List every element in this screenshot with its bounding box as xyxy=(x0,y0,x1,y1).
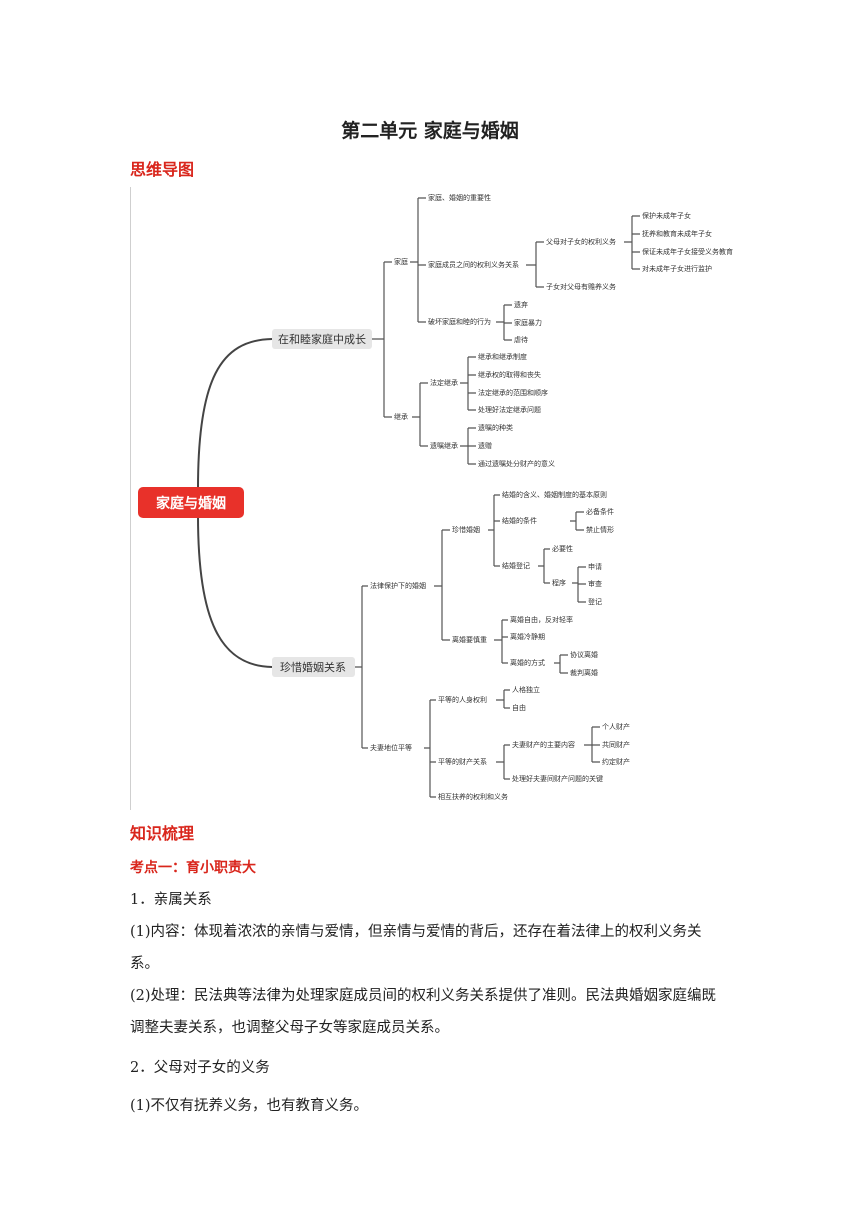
root-node xyxy=(138,487,244,518)
node-p3: 登记 xyxy=(588,597,602,606)
node-e1: 平等的人身权利 xyxy=(438,695,487,704)
node-parent-duty: 父母对子女的权利义务 xyxy=(546,237,616,246)
node-yz3: 通过遗嘱处分财产的意义 xyxy=(478,459,555,468)
node-e1b: 自由 xyxy=(512,703,526,712)
root-label: 家庭与婚姻 xyxy=(156,495,226,512)
node-c2b: 禁止情形 xyxy=(586,525,614,534)
node-pd1: 保护未成年子女 xyxy=(642,211,691,220)
node-d1: 离婚自由，反对轻率 xyxy=(510,615,573,624)
node-e2a: 夫妻财产的主要内容 xyxy=(512,740,575,749)
para-5: (1)不仅有抚养义务，也有教育义务。 xyxy=(130,1098,369,1114)
node-equal: 夫妻地位平等 xyxy=(370,743,412,752)
branch2-node xyxy=(272,657,355,677)
node-pd4: 对未成年子女进行监护 xyxy=(642,264,712,273)
node-c1: 结婚的含义、婚姻制度的基本原则 xyxy=(502,490,607,499)
node-c2a: 必备条件 xyxy=(586,507,614,516)
node-h3: 虐待 xyxy=(514,335,528,344)
node-fd3: 法定继承的范围和顺序 xyxy=(478,388,548,397)
node-pp2: 共同财产 xyxy=(602,740,630,749)
node-fd4: 处理好法定继承问题 xyxy=(478,405,541,414)
node-p2: 审查 xyxy=(588,579,602,588)
mind-map: 家庭与婚姻 在和睦家庭中成长 珍惜婚姻关系 家庭 家庭、婚姻的重要性 家庭成员之… xyxy=(138,193,733,801)
node-importance: 家庭、婚姻的重要性 xyxy=(428,193,491,202)
node-pd3: 保证未成年子女接受义务教育 xyxy=(642,247,733,256)
node-yz2: 遗赠 xyxy=(478,441,492,450)
node-p1: 申请 xyxy=(588,562,602,571)
mindmap-heading: 思维导图 xyxy=(130,160,195,179)
node-fading: 法定继承 xyxy=(430,378,458,387)
node-pd2: 抚养和教育未成年子女 xyxy=(642,229,712,238)
node-c3a: 必要性 xyxy=(552,544,573,553)
node-d3: 离婚的方式 xyxy=(510,658,545,667)
branch1-label: 在和睦家庭中成长 xyxy=(278,332,366,346)
node-d3b: 裁判离婚 xyxy=(570,668,598,677)
node-pp1: 个人财产 xyxy=(602,722,630,731)
node-divorce: 离婚要慎重 xyxy=(452,635,487,644)
node-e2b: 处理好夫妻间财产问题的关键 xyxy=(512,774,603,783)
node-e3: 相互扶养的权利和义务 xyxy=(438,792,508,801)
node-d3a: 协议离婚 xyxy=(570,650,598,659)
node-d2: 离婚冷静期 xyxy=(510,632,545,641)
node-e1a: 人格独立 xyxy=(512,685,540,694)
node-c2: 结婚的条件 xyxy=(502,516,537,525)
node-pp3: 约定财产 xyxy=(602,757,630,766)
mindmap-frame-line xyxy=(130,187,131,810)
para-3: (2)处理：民法典等法律为处理家庭成员间的权利义务关系提供了准则。民法典婚姻家庭… xyxy=(130,988,717,1036)
node-cherish: 珍惜婚姻 xyxy=(452,525,480,534)
para-2: (1)内容：体现着浓浓的亲情与爱情，但亲情与爱情的背后，还存在着法律上的权利义务… xyxy=(130,924,702,972)
node-jicheng: 继承 xyxy=(394,412,408,421)
node-e2: 平等的财产关系 xyxy=(438,757,487,766)
node-law-marriage: 法律保护下的婚姻 xyxy=(370,581,426,590)
root-branch1-link xyxy=(197,338,273,489)
node-h1: 遗弃 xyxy=(514,300,528,309)
node-jiating: 家庭 xyxy=(394,257,408,266)
node-h2: 家庭暴力 xyxy=(514,318,542,327)
node-c3: 结婚登记 xyxy=(502,561,530,570)
branch2-label: 珍惜婚姻关系 xyxy=(280,660,346,674)
node-harm: 破坏家庭和睦的行为 xyxy=(428,317,491,326)
branch1-node xyxy=(272,329,372,349)
point1-heading: 考点一：育小职责大 xyxy=(130,860,256,876)
root-branch2-link xyxy=(197,515,273,668)
document-title: 第二单元 家庭与婚姻 xyxy=(341,120,519,142)
node-child-duty: 子女对父母有赡养义务 xyxy=(546,282,616,291)
node-fd1: 继承和继承制度 xyxy=(478,352,527,361)
para-1: 1．亲属关系 xyxy=(130,892,212,908)
knowledge-heading: 知识梳理 xyxy=(130,824,195,843)
node-yizhu: 遗嘱继承 xyxy=(430,441,458,450)
node-c3b: 程序 xyxy=(552,578,566,587)
node-yz1: 遗嘱的种类 xyxy=(478,423,513,432)
node-rights: 家庭成员之间的权利义务关系 xyxy=(428,260,519,269)
node-fd2: 继承权的取得和丧失 xyxy=(478,370,541,379)
para-4: 2．父母对子女的义务 xyxy=(130,1060,270,1076)
